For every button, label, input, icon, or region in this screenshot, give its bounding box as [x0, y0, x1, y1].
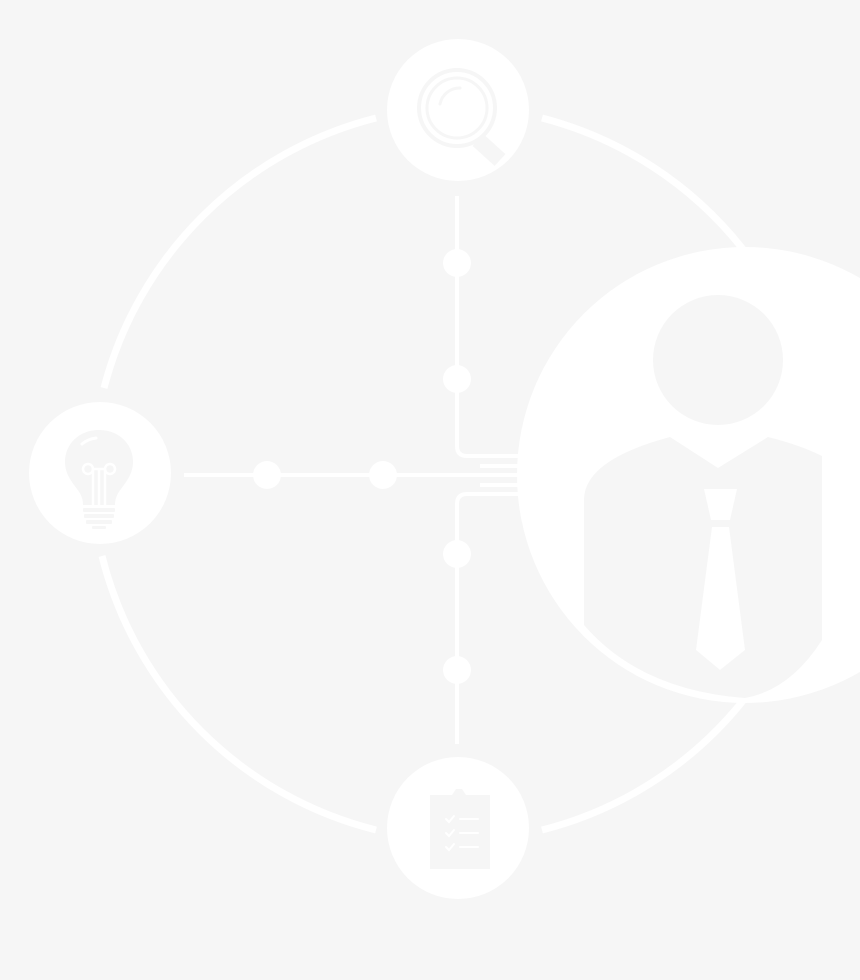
ring-arc-top-right — [541, 114, 745, 251]
magnifier-glint — [438, 86, 462, 106]
bulb-glint — [80, 436, 98, 446]
ring-arc-top-left — [100, 114, 377, 389]
bulb-glass — [65, 430, 133, 505]
node-search — [387, 39, 529, 181]
dot-search-1 — [443, 249, 471, 277]
person-tie-knot — [704, 489, 737, 520]
bulb-filament — [81, 462, 117, 505]
bulb-base-1 — [83, 508, 115, 512]
check-mark-3 — [445, 843, 455, 852]
bulb-base-2 — [84, 514, 114, 518]
magnifier-inner-ring — [425, 76, 489, 140]
connector-dots — [253, 249, 471, 684]
magnifier-outer-ring — [417, 68, 497, 148]
ring-arc-bottom-right — [541, 699, 745, 834]
node-idea — [29, 402, 171, 544]
check-mark-2 — [445, 829, 455, 838]
person-body — [584, 437, 822, 698]
ring-arc-bottom-left — [98, 555, 377, 834]
dot-idea-1 — [253, 461, 281, 489]
dot-search-2 — [443, 365, 471, 393]
magnifying-glass-icon — [417, 68, 506, 166]
dot-idea-2 — [369, 461, 397, 489]
clipboard-clip — [452, 789, 466, 795]
person-head — [653, 295, 783, 425]
search-disc — [387, 39, 529, 181]
node-person — [517, 247, 860, 703]
dot-checklist-2 — [443, 656, 471, 684]
connectors — [184, 196, 522, 744]
bulb-base-tip — [92, 526, 106, 529]
clipboard-checklist-icon — [430, 789, 490, 869]
magnifier-handle — [472, 134, 506, 166]
check-mark-1 — [445, 815, 455, 824]
businessman-tie-icon — [584, 295, 822, 698]
dot-checklist-1 — [443, 540, 471, 568]
connector-search-to-person — [455, 196, 522, 458]
checklist-rows — [445, 815, 479, 852]
lightbulb-icon — [65, 430, 133, 529]
connector-checklist-to-person — [455, 492, 522, 744]
person-tie-blade — [696, 527, 745, 670]
node-checklist — [387, 757, 529, 899]
bulb-base-3 — [86, 520, 112, 524]
